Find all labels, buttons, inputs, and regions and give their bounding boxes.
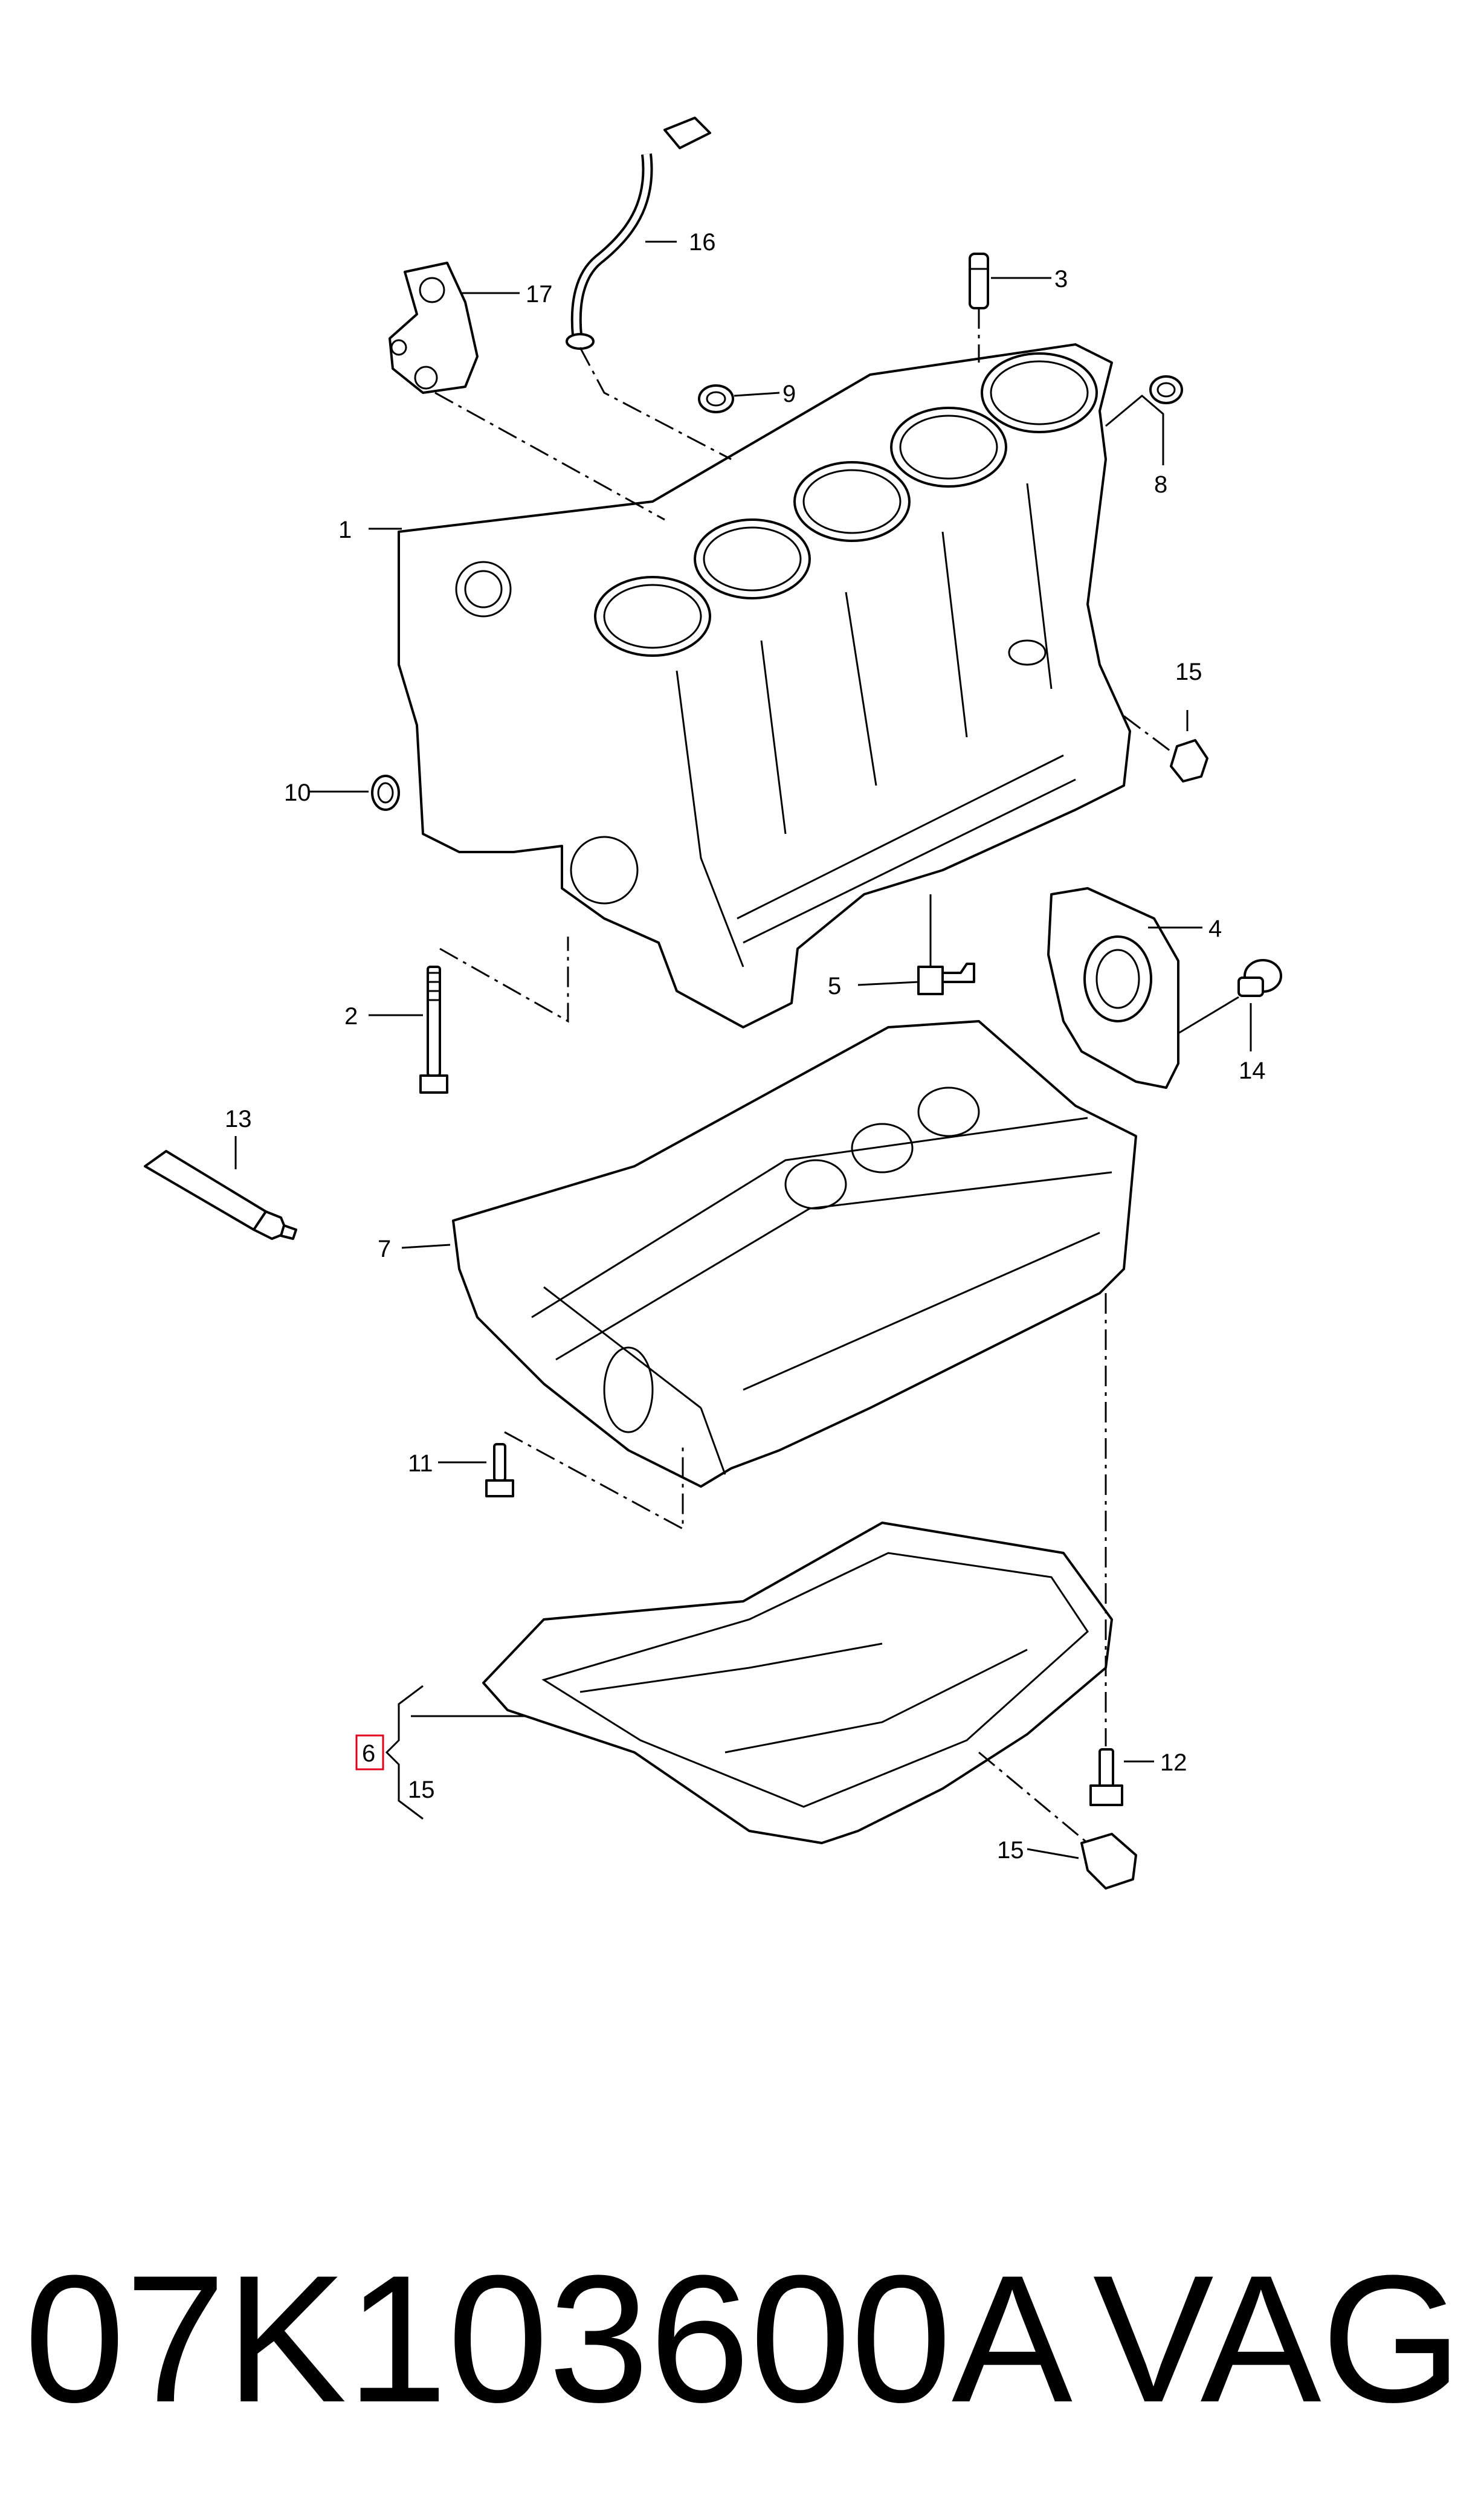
callout-10: 10 xyxy=(284,780,311,806)
part-number: 07K103600A xyxy=(24,2237,1073,2440)
callout-12: 12 xyxy=(1160,1749,1187,1776)
callout-15-lower: 15 xyxy=(997,1837,1024,1864)
flange-bolt-part xyxy=(1237,959,1282,997)
dipstick-tube-part xyxy=(566,117,711,350)
callout-17: 17 xyxy=(526,281,553,308)
brand-name: VAG xyxy=(1092,2237,1462,2440)
callout-14: 14 xyxy=(1239,1057,1266,1084)
assembly-lines xyxy=(434,308,1173,1844)
lower-oil-pan-part xyxy=(482,1522,1113,1844)
callout-3: 3 xyxy=(1054,266,1068,292)
callout-13: 13 xyxy=(225,1106,252,1132)
callout-2: 2 xyxy=(344,1003,358,1030)
callout-8: 8 xyxy=(1154,471,1167,498)
callout-9: 9 xyxy=(782,381,796,407)
cylinder-head-bolt-part xyxy=(419,966,448,1094)
drain-plug-upper-part xyxy=(1170,739,1208,783)
callout-15-upper: 15 xyxy=(1175,659,1202,685)
callout-7: 7 xyxy=(378,1236,391,1262)
highlight-box xyxy=(355,1734,384,1771)
callout-5: 5 xyxy=(828,973,841,999)
callout-6: 6 xyxy=(362,1740,375,1767)
dowel-pin-part xyxy=(969,253,989,309)
part-caption: 07K103600A VAG xyxy=(24,2224,1462,2453)
seal-ring-part xyxy=(371,775,400,811)
callout-1: 1 xyxy=(338,517,352,543)
upper-oil-pan-part xyxy=(452,1020,1137,1488)
lower-pan-bolt-part xyxy=(1089,1748,1123,1806)
sealing-plug-8-part xyxy=(1149,375,1183,404)
oil-pan-bolt-part xyxy=(485,1443,514,1497)
cylinder-block-part xyxy=(398,343,1131,1028)
sealant-tube-part xyxy=(144,1150,297,1240)
leader-lines xyxy=(234,241,1252,1859)
engine-mount-bracket-part xyxy=(389,262,479,394)
callout-16: 16 xyxy=(689,229,716,256)
drain-plug-lower-part xyxy=(1080,1833,1137,1890)
callout-labels: 16 17 3 9 8 1 15 10 4 2 5 14 13 7 11 12 … xyxy=(225,229,1266,1864)
oil-spray-jet-part xyxy=(917,894,975,995)
callout-15-pan: 15 xyxy=(408,1777,435,1803)
callout-11: 11 xyxy=(408,1450,433,1477)
sealing-plug-9-part xyxy=(698,384,734,413)
crankshaft-seal-flange-part xyxy=(1047,887,1179,1089)
callout-4: 4 xyxy=(1208,915,1222,942)
exploded-parts-diagram: 16 17 3 9 8 1 15 10 4 2 5 14 13 7 11 12 … xyxy=(144,117,1282,1890)
